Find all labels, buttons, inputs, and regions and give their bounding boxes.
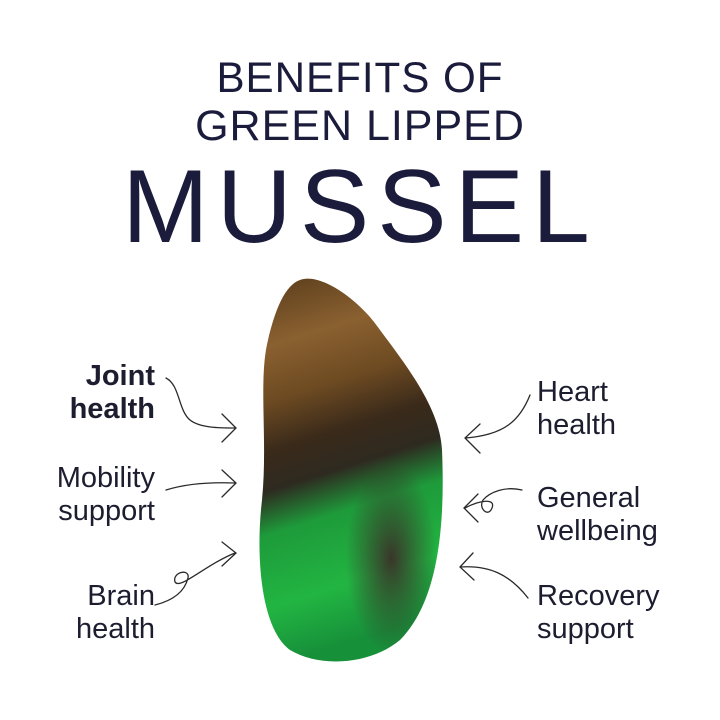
label-line: support: [58, 495, 155, 527]
label-line: Mobility: [56, 462, 155, 494]
label-line: wellbeing: [537, 515, 658, 547]
title-main: MUSSEL: [122, 149, 598, 265]
label-line: Joint: [85, 360, 155, 392]
title-line-1: BENEFITS OF: [216, 54, 504, 102]
arrow-wellbeing: [463, 488, 523, 523]
arrow-brain: [154, 541, 237, 606]
label-line: health: [75, 613, 155, 645]
benefit-heart-health: Heart health: [537, 376, 616, 442]
benefit-mobility-support: Mobility support: [57, 462, 155, 528]
benefit-joint-health: Joint health: [70, 360, 155, 426]
title-line-2: GREEN LIPPED: [195, 102, 525, 150]
benefit-general-wellbeing: General wellbeing: [537, 482, 658, 548]
label-line: General: [537, 482, 641, 514]
benefit-brain-health: Brain health: [76, 580, 155, 646]
label-line: Recovery: [537, 580, 660, 612]
label-line: Heart: [537, 376, 608, 408]
label-line: health: [69, 393, 155, 425]
benefit-recovery-support: Recovery support: [537, 580, 660, 646]
arrow-heart: [464, 394, 531, 454]
arrow-recovery: [459, 552, 529, 599]
arrow-joint: [165, 377, 237, 443]
label-line: support: [537, 613, 634, 645]
label-line: Brain: [87, 580, 155, 612]
arrow-mobility: [165, 469, 237, 498]
label-line: health: [537, 409, 617, 441]
